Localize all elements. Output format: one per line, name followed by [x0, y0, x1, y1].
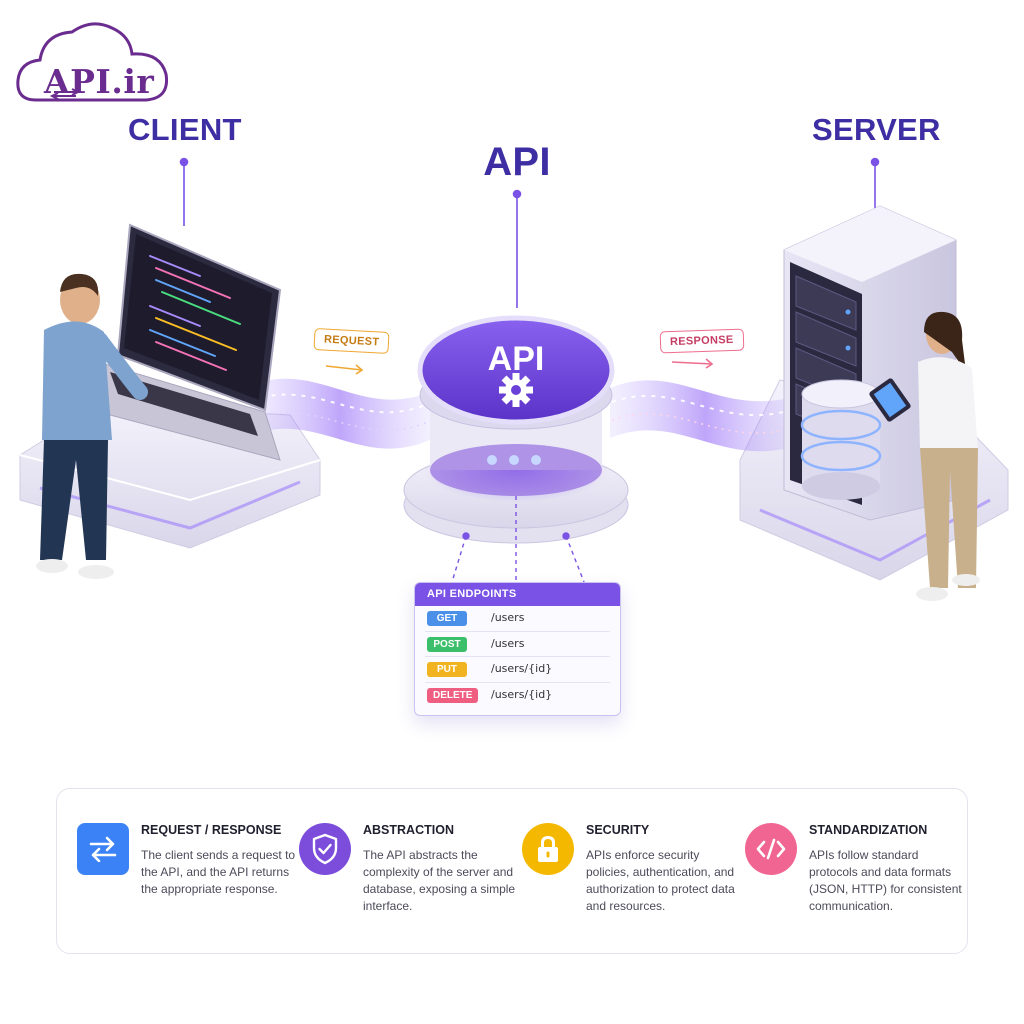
endpoint-row-delete[interactable]: DELETE /users/{id} — [425, 683, 610, 708]
method-badge: GET — [427, 611, 467, 626]
gear-icon — [499, 373, 533, 407]
features-panel: REQUEST / RESPONSE The client sends a re… — [56, 788, 968, 954]
server-person — [869, 311, 980, 601]
response-data-stream — [610, 380, 800, 452]
logo: API.ir — [14, 14, 174, 106]
method-badge: DELETE — [427, 687, 479, 703]
feature-title: SECURITY — [586, 823, 650, 837]
code-brackets-icon — [745, 823, 797, 875]
database-icon — [800, 379, 882, 500]
heading-connectors — [179, 157, 880, 308]
exchange-arrows-icon — [77, 823, 129, 875]
feature-title: ABSTRACTION — [363, 823, 454, 837]
request-data-stream — [250, 378, 430, 449]
client-heading: CLIENT — [128, 112, 242, 147]
endpoint-path: /users — [491, 636, 525, 650]
padlock-icon — [522, 823, 574, 875]
feature-description: APIs enforce security policies, authenti… — [586, 848, 735, 913]
server-heading: SERVER — [812, 112, 941, 147]
api-endpoints-card: API ENDPOINTS GET /users POST /users PUT… — [414, 582, 621, 716]
laptop — [97, 223, 282, 461]
flow-arrows — [325, 358, 714, 375]
endpoint-row-post[interactable]: POST /users — [425, 632, 610, 657]
feature-title: STANDARDIZATION — [809, 823, 928, 837]
endpoint-path: /users/{id} — [491, 687, 553, 701]
api-hub-label: API — [488, 340, 545, 378]
endpoint-connectors — [451, 496, 585, 583]
feature-description: APIs follow standard protocols and data … — [809, 848, 962, 913]
endpoint-row-get[interactable]: GET /users — [425, 606, 610, 632]
feature-title: REQUEST / RESPONSE — [141, 823, 282, 837]
endpoint-row-put[interactable]: PUT /users/{id} — [425, 657, 610, 683]
request-tag: REQUEST — [313, 328, 390, 354]
endpoint-path: /users/{id} — [491, 662, 553, 675]
shield-check-icon — [299, 823, 351, 875]
api-architecture-illustration: API — [19, 157, 1009, 601]
response-tag: RESPONSE — [659, 328, 744, 354]
feature-description: The API abstracts the complexity of the … — [363, 848, 516, 913]
method-badge: POST — [427, 636, 467, 652]
api-heading: API — [483, 140, 551, 184]
cloud-logo-icon — [16, 22, 169, 102]
endpoints-title: API ENDPOINTS — [415, 583, 620, 606]
code-lines — [149, 255, 241, 371]
method-badge: PUT — [427, 662, 467, 677]
logo-text: API.ir — [44, 62, 155, 101]
endpoint-path: /users — [491, 611, 525, 624]
feature-description: The client sends a request to the API, a… — [141, 848, 296, 896]
client-person — [36, 273, 148, 579]
api-hub: API — [403, 315, 629, 544]
